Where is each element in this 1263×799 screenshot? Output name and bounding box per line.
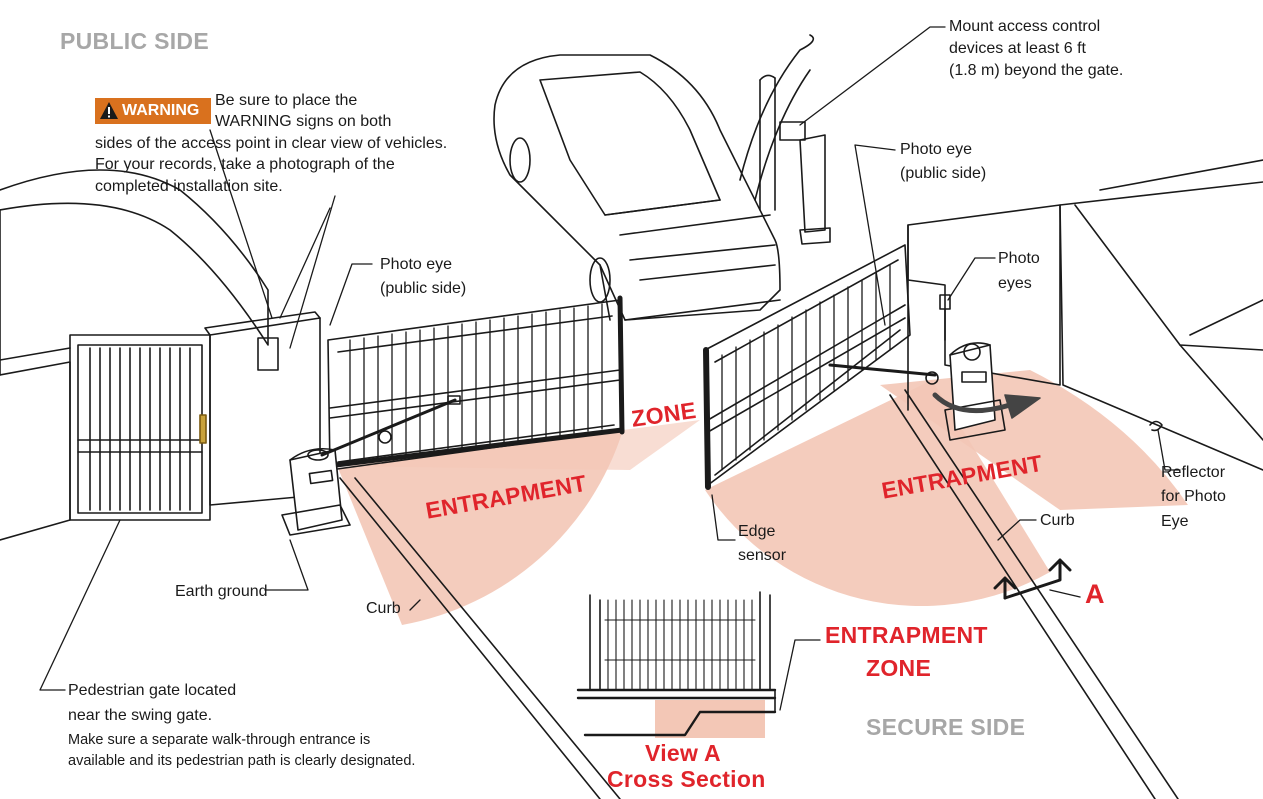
entrapment-zone-legend-line-2: ZONE [866,655,932,681]
warning-text-line-3: sides of the access point in clear view … [95,135,448,152]
pedestrian-note-small-line-2: available and its pedestrian path is cle… [68,753,416,769]
entrapment-zone-legend-line-1: ENTRAPMENT [825,622,988,648]
view-a-title: View A [645,740,721,766]
warning-text-line-5: completed installation site. [95,178,283,195]
edge-sensor-line-2: sensor [738,547,787,564]
warning-triangle-icon [100,102,118,119]
curb-label-right: Curb [1040,512,1075,529]
photo-eyes-line-1: Photo [998,250,1040,267]
reflector-line-1: Reflector [1161,464,1226,481]
pedestrian-note-line-1: Pedestrian gate located [68,682,237,699]
mount-note-line-3: (1.8 m) beyond the gate. [949,62,1124,79]
pedestrian-note-line-2: near the swing gate. [68,707,213,724]
view-a-subtitle: Cross Section [607,766,766,792]
entrapment-zone-left [338,430,623,625]
curb-label-left: Curb [366,600,401,617]
warning-text-line-1: Be sure to place the [215,92,358,109]
earth-ground-label: Earth ground [175,583,268,600]
photo-eye-left-line-1: Photo eye [380,256,453,273]
reflector-line-2: for Photo [1161,488,1226,505]
reflector-line-3: Eye [1161,513,1189,530]
photo-eye-right-line-2: (public side) [900,165,987,182]
warning-text-line-2: WARNING signs on both [215,113,392,130]
warning-text-line-4: For your records, take a photograph of t… [95,156,395,173]
photo-eye-left-line-2: (public side) [380,280,467,297]
warning-badge-text: WARNING [122,102,200,119]
mount-note-line-2: devices at least 6 ft [949,40,1086,57]
secure-side-label: SECURE SIDE [866,714,1026,740]
pedestrian-note-small-line-1: Make sure a separate walk-through entran… [68,732,371,748]
warning-badge: WARNING [95,98,211,124]
edge-sensor-line-1: Edge [738,523,776,540]
view-a-zone-fill [655,700,765,738]
mount-note-line-1: Mount access control [949,18,1101,35]
public-side-label: PUBLIC SIDE [60,28,209,54]
photo-eyes-line-2: eyes [998,275,1032,292]
photo-eye-right-line-1: Photo eye [900,141,973,158]
section-a-marker: A [1085,579,1105,609]
